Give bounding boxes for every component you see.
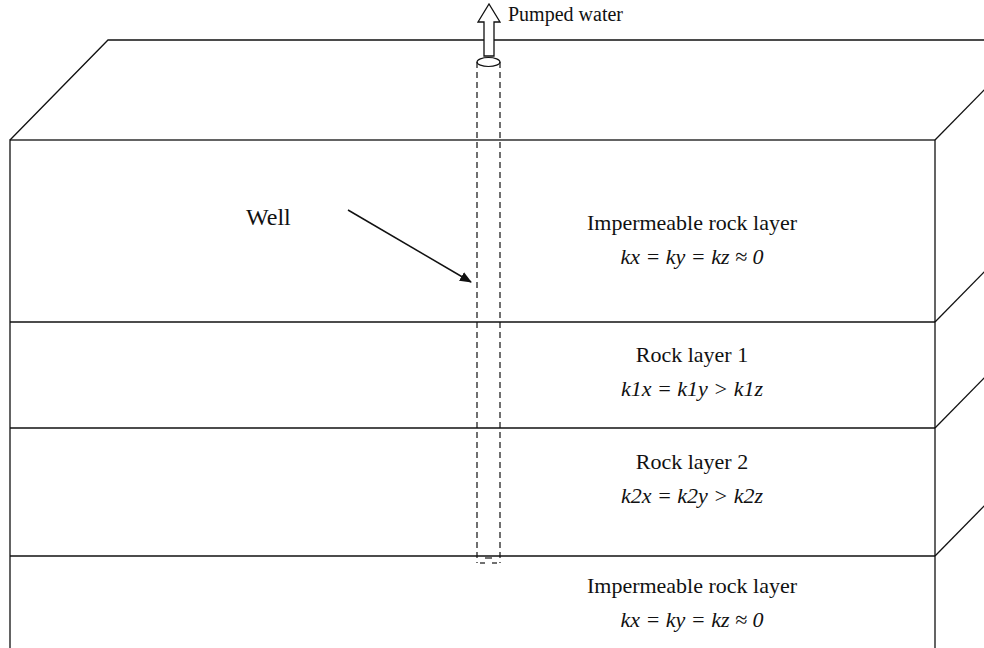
rock-layer-band: Rock layer 1 k1x = k1y > k1z [10,322,935,428]
layer-text: Rock layer 2 k2x = k2y > k2z [621,449,763,510]
flow-label: Pumped water [508,3,623,26]
rock-layer-band: Rock layer 2 k2x = k2y > k2z [10,428,935,556]
flow-arrow [478,4,500,56]
leader-line [348,210,471,282]
layer-name: Impermeable rock layer [587,210,797,236]
layer-text: Rock layer 1 k1x = k1y > k1z [621,342,763,403]
permeability-formula: k1x = k1y > k1z [621,376,763,402]
layer-name: Impermeable rock layer [587,573,797,599]
permeability-formula: kx = ky = kz ≈ 0 [587,607,797,633]
layer-name: Rock layer 1 [621,342,763,368]
part-label: Well [246,204,291,231]
rock-layer-band: Impermeable rock layer kx = ky = kz ≈ 0 [10,556,935,648]
layer-text: Impermeable rock layer kx = ky = kz ≈ 0 [587,210,797,271]
permeability-formula: k2x = k2y > k2z [621,483,763,509]
layer-text: Impermeable rock layer kx = ky = kz ≈ 0 [587,573,797,634]
permeability-formula: kx = ky = kz ≈ 0 [587,244,797,270]
well-symbol [477,58,500,564]
layer-name: Rock layer 2 [621,449,763,475]
rock-layer-band: Impermeable rock layer kx = ky = kz ≈ 0 [10,140,935,322]
